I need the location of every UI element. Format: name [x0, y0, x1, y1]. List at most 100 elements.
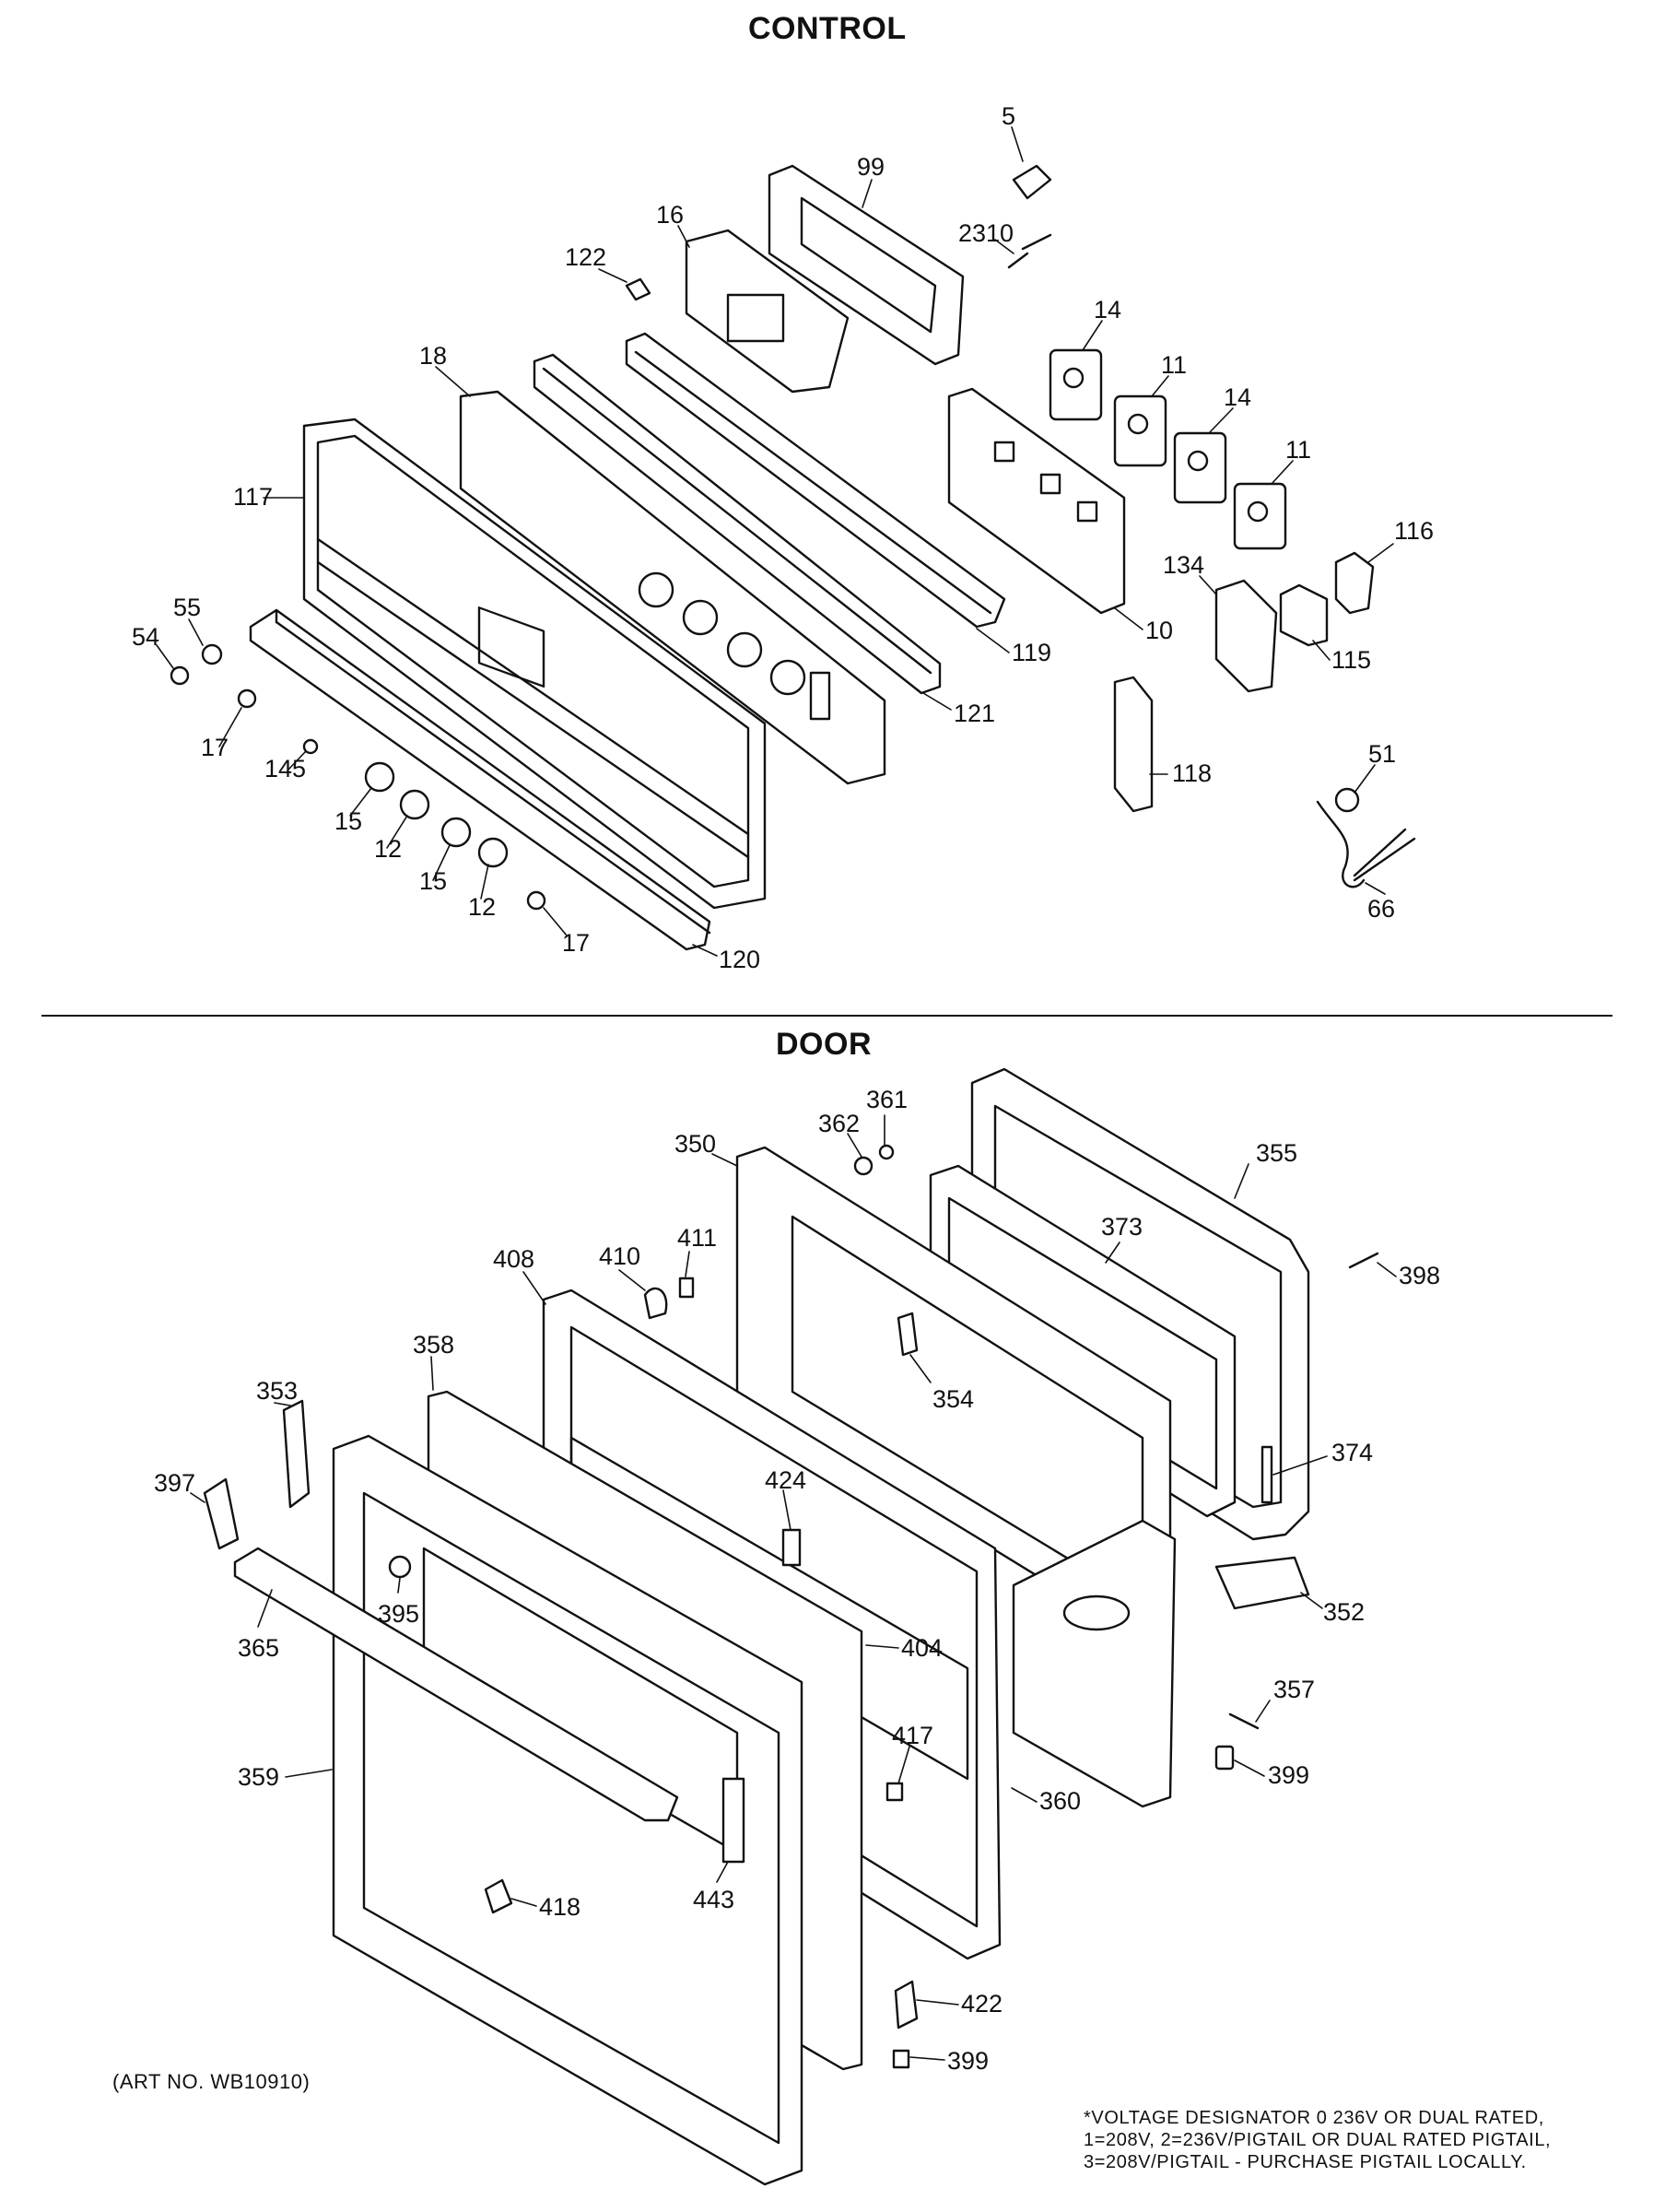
clip-422-part — [894, 1980, 919, 2030]
door-inner-panel-part — [1012, 1519, 1177, 1808]
screw-54 — [170, 665, 190, 686]
door-handle-part — [233, 1547, 679, 1822]
part-122 — [625, 277, 651, 301]
part-5 — [1012, 164, 1052, 200]
control-bracket-part — [685, 229, 850, 394]
control-callout-label: 11 — [1161, 351, 1187, 379]
bumper-417-part — [885, 1782, 904, 1802]
door-callout-label: 398 — [1399, 1262, 1440, 1289]
control-callout-label: 66 — [1367, 895, 1395, 923]
grommet-55 — [201, 643, 223, 665]
voltage-note-line: 1=208V, 2=236V/PIGTAIL OR DUAL RATED PIG… — [1084, 2130, 1552, 2150]
control-back-frame-part — [768, 164, 965, 366]
switch-11-lower — [1233, 482, 1287, 550]
control-section-title: CONTROL — [748, 11, 907, 46]
knob-12-right — [477, 837, 509, 868]
door-callout-label: 395 — [378, 1600, 419, 1628]
control-callout-label: 120 — [719, 946, 760, 973]
control-callout-label: 12 — [468, 893, 496, 921]
door-callout-label: 365 — [238, 1634, 279, 1662]
door-callout-label: 417 — [892, 1722, 933, 1749]
switch-14-lower — [1173, 431, 1227, 504]
door-callout-label: 359 — [238, 1763, 279, 1791]
control-callout-label: 15 — [419, 867, 447, 895]
screw-17-left — [237, 688, 257, 709]
door-leader-lines — [190, 1114, 1397, 2061]
screw-398-part — [1348, 1252, 1379, 1269]
control-callout-label: 12 — [374, 835, 402, 863]
voltage-note-line: 3=208V/PIGTAIL - PURCHASE PIGTAIL LOCALL… — [1084, 2152, 1527, 2172]
control-callout-label: 116 — [1394, 517, 1434, 545]
control-rail-part — [533, 332, 1006, 695]
bracket-115-part — [1279, 583, 1329, 647]
hinge-352-part — [1214, 1556, 1310, 1610]
control-callout-label: 119 — [1012, 639, 1051, 666]
nut-395-part — [388, 1555, 412, 1579]
door-callout-label: 361 — [866, 1086, 908, 1113]
control-callout-label: 15 — [334, 807, 362, 835]
door-callout-label: 399 — [1268, 1761, 1309, 1789]
switch-14-upper — [1049, 348, 1103, 421]
door-callout-label: 354 — [932, 1385, 974, 1413]
door-callout-label: 399 — [947, 2047, 989, 2075]
door-callout-label: 410 — [599, 1242, 640, 1270]
screw-17-right — [526, 890, 546, 911]
door-callout-label: 362 — [818, 1110, 860, 1137]
control-callout-label: 17 — [562, 929, 590, 957]
door-callout-label: 352 — [1323, 1598, 1365, 1626]
door-callout-label: 397 — [154, 1469, 195, 1497]
bracket-116-part — [1334, 551, 1375, 615]
door-callout-label: 358 — [413, 1331, 454, 1359]
spacer-374-part — [1260, 1445, 1273, 1504]
bumper-399-lower-part — [892, 2049, 910, 2069]
nut-362-part — [853, 1156, 874, 1176]
door-section-title: DOOR — [776, 1027, 872, 1062]
door-callout-label: 374 — [1331, 1439, 1373, 1466]
door-callout-label: 418 — [539, 1893, 580, 1921]
control-callout-label: 2310 — [958, 219, 1014, 247]
control-front-frame-part — [302, 418, 767, 910]
clip-418-part — [484, 1878, 513, 1914]
door-callout-label: 357 — [1273, 1676, 1315, 1703]
control-leader-lines — [156, 126, 1394, 957]
door-callout-label: 353 — [256, 1377, 298, 1405]
door-callout-label: 355 — [1256, 1139, 1297, 1167]
control-callout-label: 16 — [656, 201, 684, 229]
bracket-354-part — [897, 1312, 919, 1357]
door-callout-label: 411 — [677, 1224, 717, 1252]
control-callout-label: 134 — [1163, 551, 1204, 579]
bracket-118-part — [1113, 676, 1154, 813]
control-switch-bracket-part — [947, 387, 1126, 615]
control-callout-label: 99 — [857, 153, 885, 181]
control-callout-label: 10 — [1145, 617, 1173, 644]
voltage-note-line: *VOLTAGE DESIGNATOR 0 236V OR DUAL RATED… — [1084, 2108, 1544, 2128]
bracket-134-part — [1214, 579, 1278, 693]
control-callout-label: 122 — [565, 243, 606, 271]
screw-361-part — [878, 1144, 895, 1160]
control-callout-label: 55 — [173, 594, 201, 621]
control-callout-label: 17 — [201, 734, 229, 761]
bracket-443-part — [721, 1777, 745, 1864]
control-panel-part — [459, 390, 886, 785]
voltage-note: *VOLTAGE DESIGNATOR 0 236V OR DUAL RATED… — [1084, 2107, 1551, 2173]
switch-11-upper — [1113, 394, 1167, 467]
section-divider — [41, 1015, 1612, 1017]
clip-411-part — [678, 1277, 695, 1299]
bracket-424-part — [781, 1528, 802, 1567]
door-callout-label: 404 — [901, 1634, 943, 1662]
control-callout-label: 54 — [132, 623, 159, 651]
door-callout-label: 422 — [961, 1990, 1003, 2018]
wire-harness-part — [1316, 787, 1416, 888]
clip-410-part — [643, 1287, 668, 1320]
door-callout-label: 443 — [693, 1886, 734, 1913]
control-callout-label: 51 — [1368, 740, 1396, 768]
hinge-397-part — [203, 1477, 240, 1550]
control-callout-label: 14 — [1224, 383, 1251, 411]
door-callout-label: 360 — [1039, 1787, 1081, 1815]
control-callout-label: 115 — [1331, 646, 1371, 674]
control-callout-label: 5 — [1002, 102, 1015, 130]
control-callout-label: 117 — [233, 483, 273, 511]
knob-15-left — [364, 761, 395, 793]
knob-15-right — [440, 817, 472, 848]
